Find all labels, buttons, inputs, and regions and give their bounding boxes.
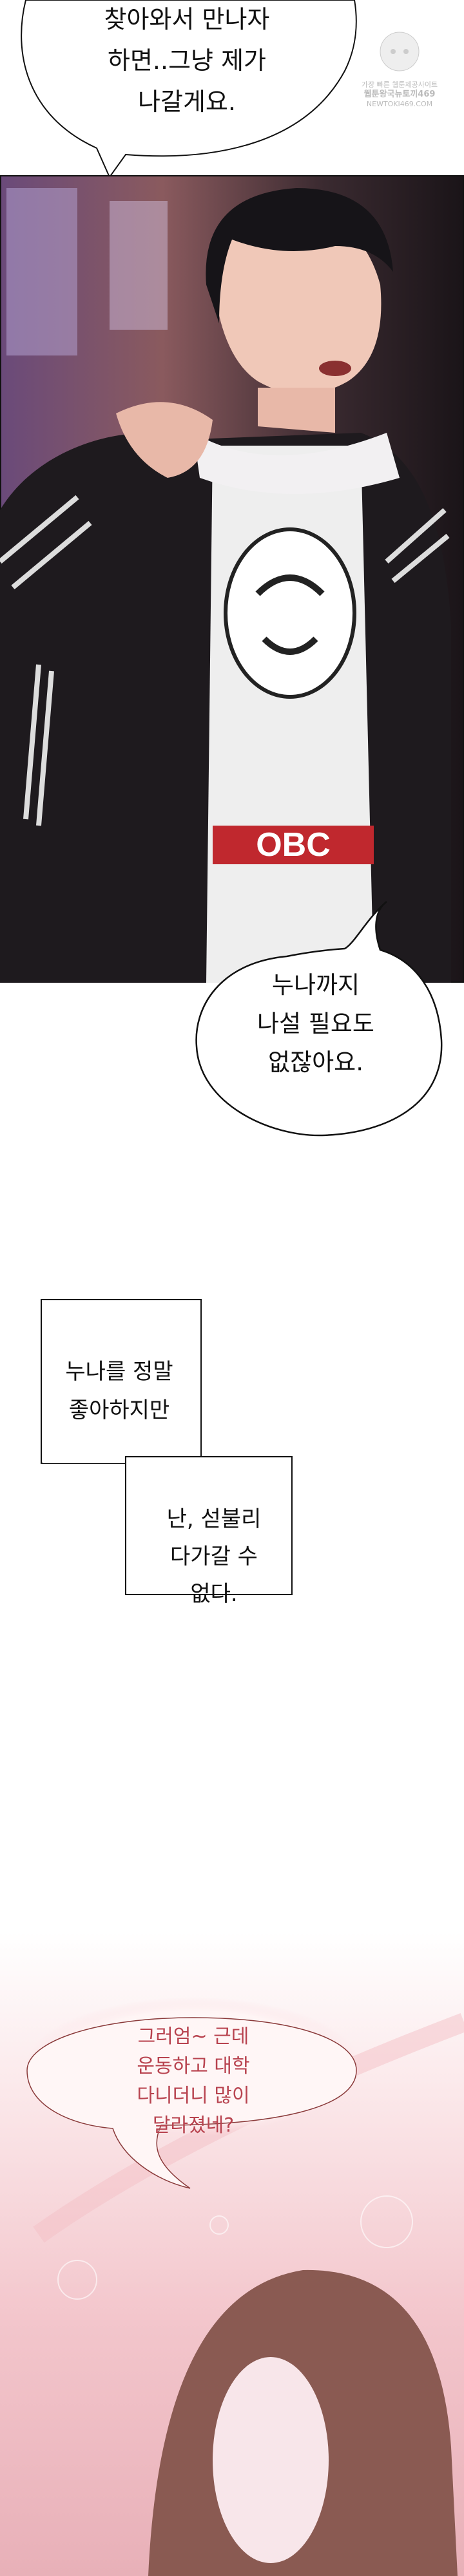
speech-bubble-pink-text: 그러엄~ 근데 운동하고 대학 다니더니 많이 달라졌네? xyxy=(137,2025,250,2137)
panel-man-illustration: OBC xyxy=(0,175,464,983)
narration-box-2 xyxy=(125,1456,293,1595)
speech-bubble-middle xyxy=(195,901,443,1137)
speech-bubble-top xyxy=(21,0,357,179)
watermark-mascot-icon xyxy=(380,32,420,71)
panel-pink-background xyxy=(0,1932,464,2576)
narration-box-1 xyxy=(41,1299,202,1464)
shirt-graphic-text: OBC xyxy=(256,826,331,864)
watermark-line3: NEWTOKI469.COM xyxy=(366,100,433,108)
speech-bubble-middle-text: 누나까지 나설 필요도 없잖아요. xyxy=(257,971,374,1076)
narration-text-1: 누나를 정말 좋아하지만 xyxy=(65,1359,173,1423)
watermark: 가장 빠른 웹툰제공사이트 웹툰왕국뉴토끼469 NEWTOKI469.COM xyxy=(358,19,441,109)
watermark-line1: 가장 빠른 웹툰제공사이트 xyxy=(361,80,438,89)
speech-bubble-top-text: 찾아와서 만나자 하면..그냥 제가 나갈게요. xyxy=(104,5,270,116)
narration-text-2: 난, 섣불리 다가갈 수 없다. xyxy=(166,1506,262,1607)
watermark-line2: 웹툰왕국뉴토끼469 xyxy=(363,90,436,99)
